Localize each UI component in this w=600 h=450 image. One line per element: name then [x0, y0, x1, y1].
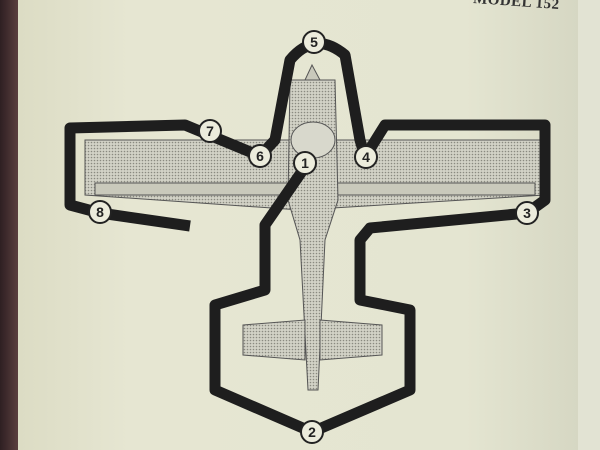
- step-4-marker: 4: [354, 145, 378, 169]
- step-1-marker: 1: [293, 151, 317, 175]
- svg-text:4: 4: [362, 149, 370, 165]
- right-page-edge: [578, 0, 600, 450]
- step-2-marker: 2: [300, 420, 324, 444]
- svg-text:5: 5: [310, 34, 318, 50]
- step-7-marker: 7: [198, 119, 222, 143]
- cockpit: [290, 121, 336, 159]
- horizontal-stabilizer: [242, 319, 383, 361]
- airplane-outline: [84, 63, 546, 391]
- step-3-marker: 3: [515, 201, 539, 225]
- spinner: [304, 63, 321, 81]
- svg-text:2: 2: [308, 424, 316, 440]
- svg-text:3: 3: [523, 205, 531, 221]
- step-6-marker: 6: [248, 144, 272, 168]
- svg-text:8: 8: [96, 204, 104, 220]
- step-8-marker: 8: [88, 200, 112, 224]
- book-edge: [0, 0, 18, 450]
- step-5-marker: 5: [302, 30, 326, 54]
- svg-text:7: 7: [206, 123, 214, 139]
- step-markers: 1 2 3 4 5 6 7 8: [88, 30, 539, 444]
- svg-text:6: 6: [256, 148, 264, 164]
- walkaround-path: [64, 38, 551, 438]
- svg-text:1: 1: [301, 155, 309, 171]
